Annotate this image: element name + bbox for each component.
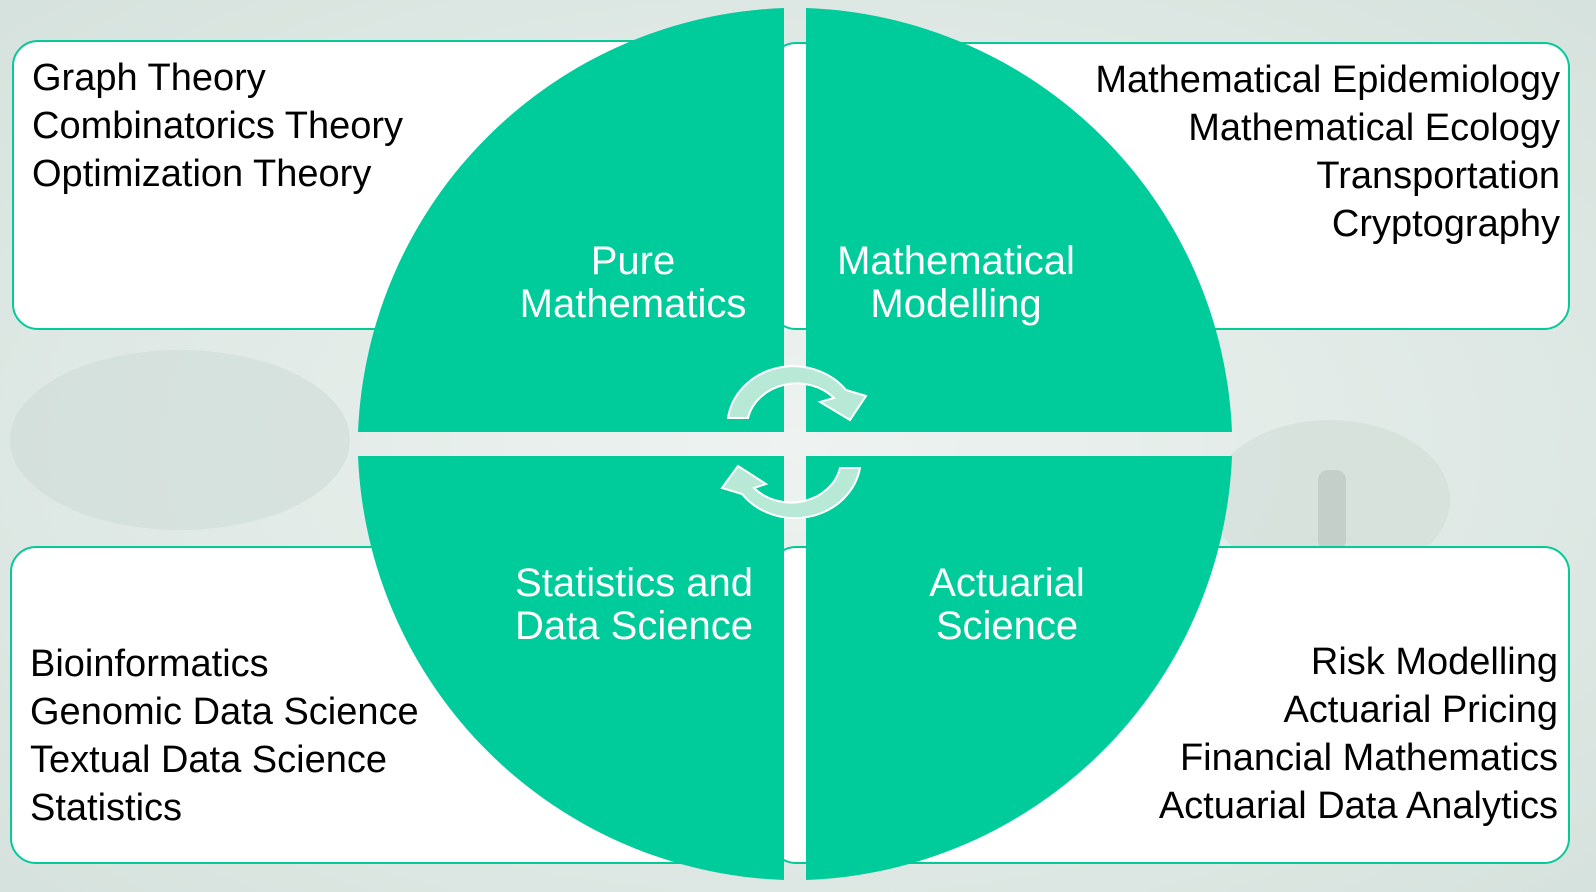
list-item: Optimization Theory	[32, 153, 372, 195]
quadrant-label-line: Statistics and	[515, 561, 753, 605]
quadrant-label-line: Actuarial	[929, 561, 1085, 605]
list-item: Mathematical Epidemiology	[1095, 59, 1560, 101]
list-item: Statistics	[30, 787, 183, 829]
quadrant-label-line: Mathematical	[837, 239, 1075, 283]
list-item: Cryptography	[1331, 203, 1560, 245]
quadrant-label-statistics-data-science: Statistics and Data Science	[498, 562, 770, 648]
background-figure-shape	[1318, 470, 1346, 550]
list-item: Mathematical Ecology	[1188, 107, 1560, 149]
quadrant-label-line: Science	[935, 604, 1079, 648]
quadrant-label-mathematical-modelling: Mathematical Modelling	[818, 240, 1094, 326]
list-item: Actuarial Pricing	[1283, 689, 1558, 731]
quadrant-label-line: Pure	[590, 239, 676, 283]
background-map-shape	[10, 350, 350, 530]
list-item: Transportation	[1316, 155, 1560, 197]
list-item: Graph Theory	[32, 57, 266, 99]
list-item: Actuarial Data Analytics	[1158, 785, 1558, 827]
topic-list-pure-mathematics: Graph Theory Combinatorics Theory Optimi…	[32, 54, 403, 198]
topic-list-mathematical-modelling: Mathematical Epidemiology Mathematical E…	[1095, 56, 1560, 248]
quadrant-actuarial-science	[806, 456, 1232, 880]
list-item: Genomic Data Science	[30, 691, 419, 733]
quadrant-label-actuarial-science: Actuarial Science	[900, 562, 1114, 648]
list-item: Bioinformatics	[30, 643, 269, 685]
quadrant-label-line: Modelling	[870, 282, 1042, 326]
topic-list-actuarial-science: Risk Modelling Actuarial Pricing Financi…	[1159, 638, 1558, 830]
quadrant-pure-mathematics	[358, 8, 784, 432]
quadrant-label-pure-mathematics: Pure Mathematics	[504, 240, 762, 326]
cycle-arrow-clockwise-icon	[726, 365, 868, 422]
list-item: Financial Mathematics	[1179, 737, 1558, 779]
cycle-arrow-counterclockwise-icon	[720, 464, 862, 520]
list-item: Combinatorics Theory	[32, 105, 404, 147]
quadrant-label-line: Mathematics	[519, 282, 747, 326]
quadrant-statistics-data-science	[358, 456, 784, 880]
quadrant-label-line: Data Science	[515, 604, 753, 648]
list-item: Risk Modelling	[1310, 641, 1558, 683]
quadrant-mathematical-modelling	[806, 8, 1232, 432]
list-item: Textual Data Science	[30, 739, 387, 781]
topic-list-statistics-data-science: Bioinformatics Genomic Data Science Text…	[30, 640, 419, 832]
